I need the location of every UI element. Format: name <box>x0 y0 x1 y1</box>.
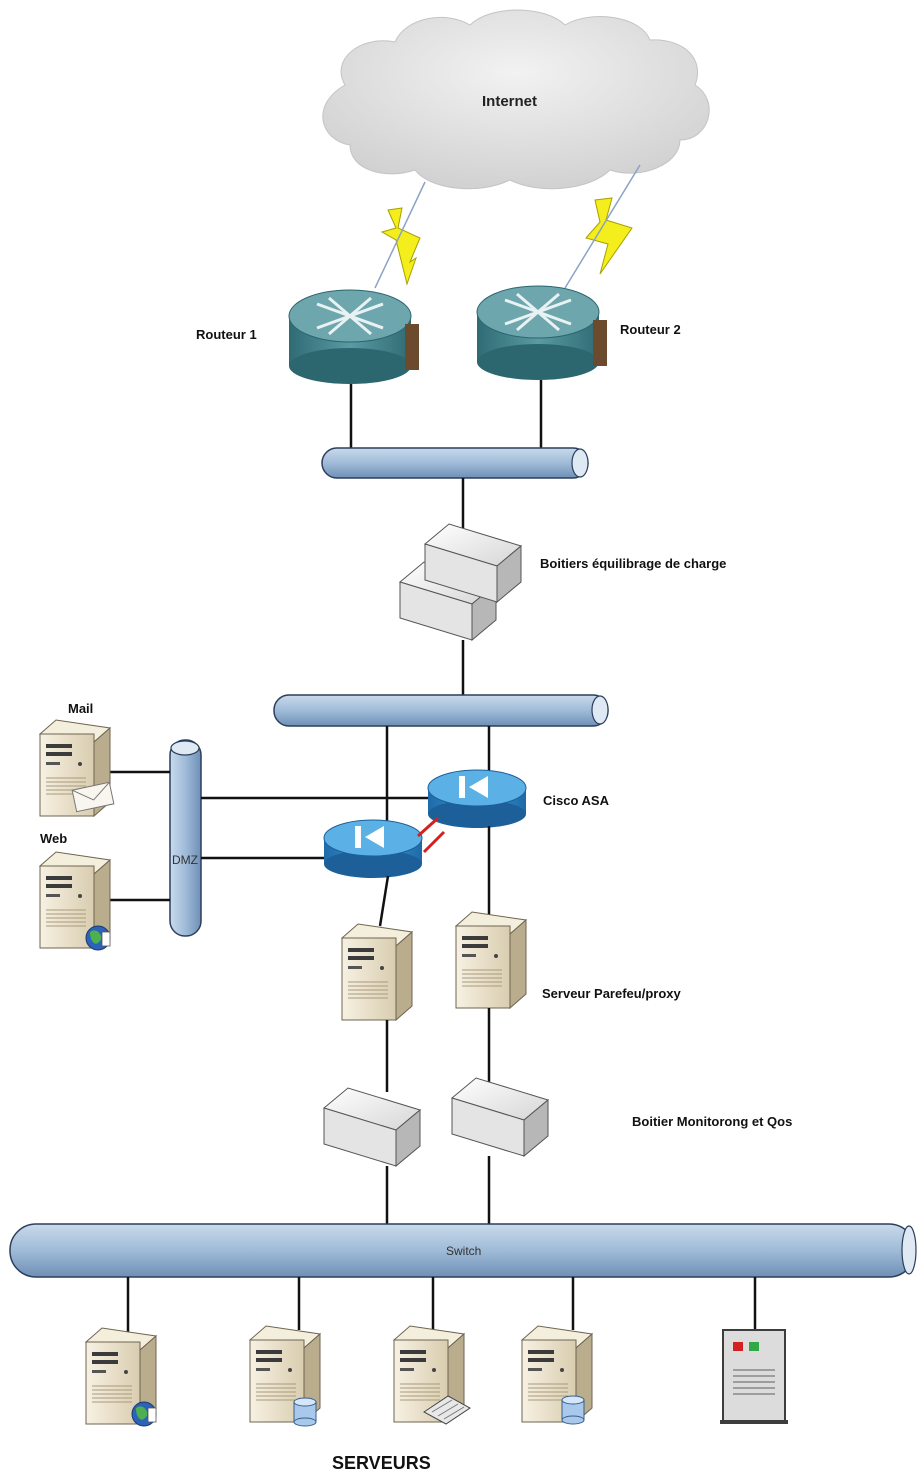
load-balancer-label: Boitiers équilibrage de charge <box>540 556 726 571</box>
firewall-proxy-label: Serveur Parefeu/proxy <box>542 986 682 1001</box>
cisco-asa-label: Cisco ASA <box>543 793 610 808</box>
dmz-label: DMZ <box>172 853 198 867</box>
link-asa-left-proxy <box>378 875 390 927</box>
servers-label: SERVEURS <box>332 1453 431 1473</box>
cisco-asa-left-icon[interactable] <box>323 819 423 879</box>
server-database-2-icon[interactable] <box>521 1325 593 1425</box>
server-database-icon[interactable] <box>249 1325 321 1427</box>
monitoring-qos-label: Boitier Monitorong et Qos <box>632 1114 792 1129</box>
middle-bus <box>273 694 609 727</box>
web-label: Web <box>40 831 67 846</box>
dmz-bus: DMZ <box>169 739 202 937</box>
cisco-asa-right-icon[interactable] <box>427 769 527 829</box>
mail-label: Mail <box>68 701 93 716</box>
router-2-icon[interactable] <box>475 284 609 382</box>
rack-unit-icon[interactable] <box>720 1329 788 1424</box>
database-icon <box>561 1395 585 1425</box>
keyboard-icon <box>423 1395 471 1425</box>
mail-server-icon[interactable] <box>39 719 115 817</box>
internet-label: Internet <box>482 93 537 110</box>
lightning-icon <box>374 181 426 289</box>
globe-icon <box>85 925 111 951</box>
monitoring-box-right-icon[interactable] <box>451 1077 549 1157</box>
server-terminal-icon[interactable] <box>393 1325 471 1425</box>
monitoring-box-left-icon[interactable] <box>323 1087 421 1167</box>
switch-label: Switch <box>446 1244 481 1258</box>
globe-icon <box>131 1401 157 1427</box>
proxy-server-left-icon[interactable] <box>341 923 413 1021</box>
asa-failover-link <box>416 816 446 854</box>
web-server-icon[interactable] <box>39 851 111 951</box>
router-1-label: Routeur 1 <box>196 327 257 342</box>
proxy-server-right-icon[interactable] <box>455 911 527 1009</box>
database-icon <box>293 1397 317 1427</box>
envelope-icon <box>71 781 115 813</box>
server-web-icon[interactable] <box>85 1327 157 1427</box>
router-2-label: Routeur 2 <box>620 322 681 337</box>
top-bus <box>321 447 589 479</box>
router-1-icon[interactable] <box>287 288 421 386</box>
lightning-icon <box>564 164 641 289</box>
internet-cloud-icon: Internet <box>322 9 710 190</box>
switch-bus: Switch <box>9 1223 917 1278</box>
